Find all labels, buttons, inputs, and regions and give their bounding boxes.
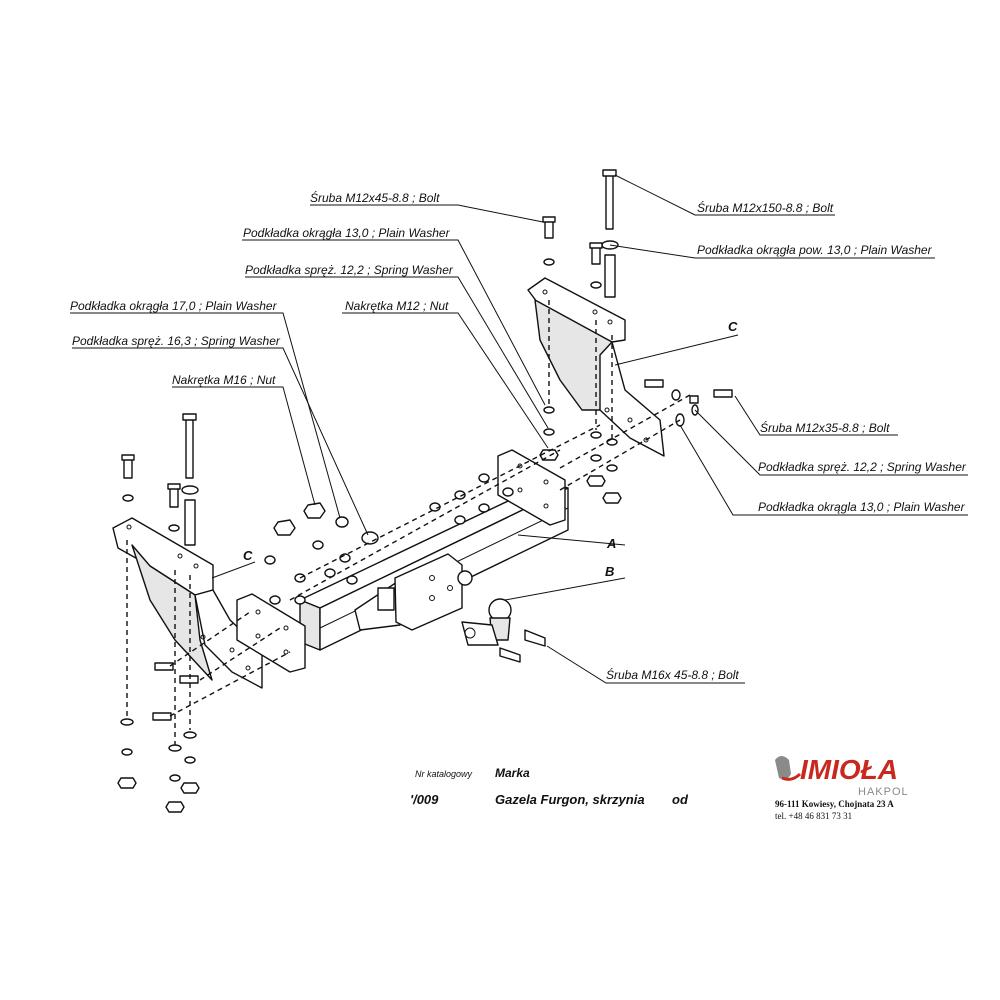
label-bolt-m16x45: Śruba M16x 45-8.8 ; Bolt — [606, 667, 739, 682]
label-bolt-m12x150: Śruba M12x150-8.8 ; Bolt — [697, 200, 834, 215]
catalog-number: '/009 — [410, 792, 439, 807]
leader-lines — [70, 174, 968, 684]
company-address: 96-111 Kowiesy, Chojnata 23 A — [775, 799, 894, 809]
label-washer-17: Podkładka okrągła 17,0 ; Plain Washer — [70, 299, 278, 313]
hook-logo-icon — [775, 756, 791, 780]
right-mounting-bracket — [527, 277, 665, 457]
main-crossbar — [236, 449, 569, 673]
label-nut-m16: Nakrętka M16 ; Nut — [172, 373, 276, 387]
label-washer-13-right: Podkładka okrągla 13,0 ; Plain Washer — [758, 500, 966, 514]
logo-subtext: HAKPOL — [858, 786, 909, 798]
label-spring-12-top: Podkładka spręż. 12,2 ; Spring Washer — [245, 263, 454, 277]
catalog-label: Nr katalogowy — [415, 769, 473, 779]
company-phone: tel. +48 46 831 73 31 — [775, 811, 852, 821]
label-bolt-m12x35: Śruba M12x35-8.8 ; Bolt — [760, 420, 890, 435]
brand-label: Marka — [495, 766, 530, 780]
label-washer-13-top: Podkładka okrągła 13,0 ; Plain Washer — [243, 226, 451, 240]
part-labels: Śruba M12x45-8.8 ; Bolt Śruba M12x150-8.… — [70, 190, 967, 682]
part-letter-b: B — [605, 564, 614, 579]
left-mounting-bracket — [112, 517, 263, 689]
vehicle-name: Gazela Furgon, skrzynia — [495, 792, 645, 807]
label-spring-16: Podkładka spręż. 16,3 ; Spring Washer — [72, 334, 281, 348]
label-spring-12-right: Podkładka spręż. 12,2 ; Spring Washer — [758, 460, 967, 474]
logo-text: IMIOŁA — [800, 754, 898, 785]
from-label: od — [672, 792, 689, 807]
label-bolt-m12x45: Śruba M12x45-8.8 ; Bolt — [310, 190, 440, 205]
part-letter-a: A — [606, 536, 616, 551]
label-nut-m12: Nakrętka M12 ; Nut — [345, 299, 449, 313]
part-letter-c-left: C — [243, 548, 253, 563]
part-letter-c-right: C — [728, 319, 738, 334]
label-washer-pow-13: Podkładka okrągła pow. 13,0 ; Plain Wash… — [697, 243, 933, 257]
fasteners — [117, 169, 733, 813]
tow-ball — [461, 598, 546, 663]
title-block: Nr katalogowy Marka '/009 Gazela Furgon,… — [410, 766, 689, 807]
assembly-centerlines — [126, 300, 691, 745]
company-logo: IMIOŁA HAKPOL 96-111 Kowiesy, Chojnata 2… — [775, 754, 909, 821]
